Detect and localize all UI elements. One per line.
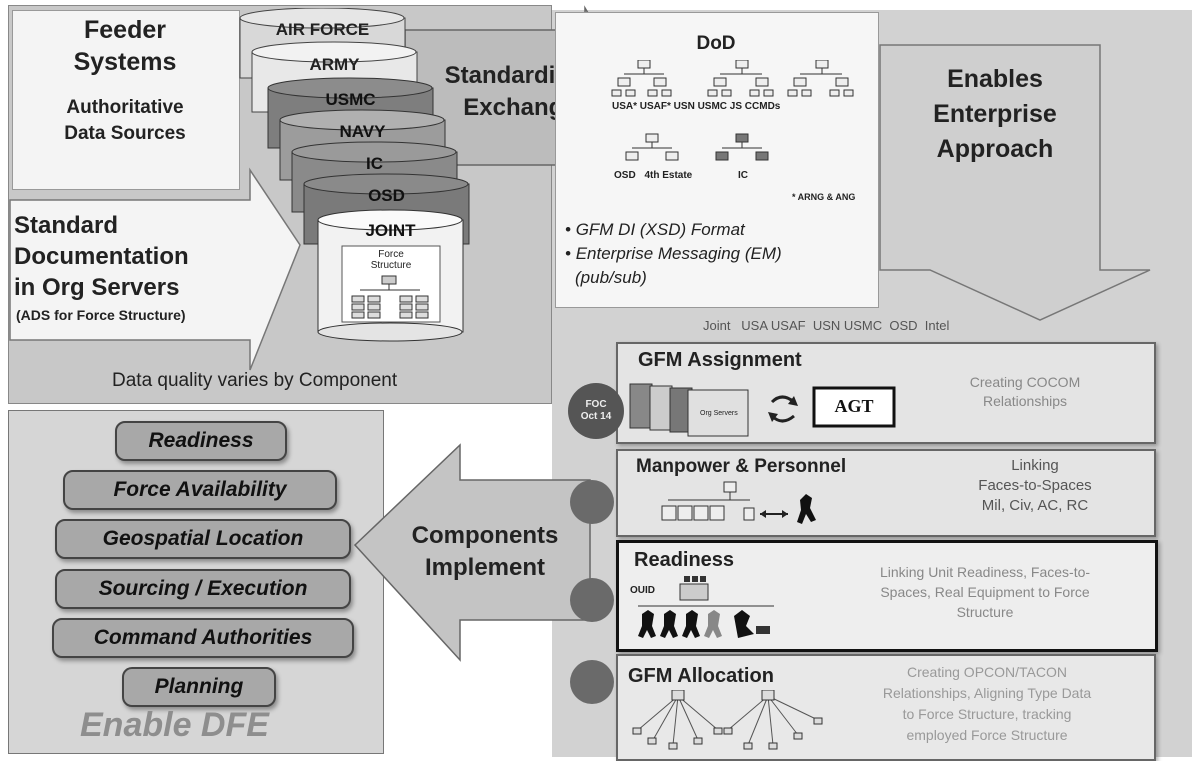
data-quality-label: Data quality varies by Component [112,370,398,391]
dod-bullet-pubsub: (pub/sub) [575,268,647,287]
manpower-title: Manpower & Personnel [636,456,847,477]
manpower-box [616,449,1156,537]
ouid-label: OUID [630,585,655,596]
dod-org-charts [611,60,854,161]
standard-doc-line2: Documentation [14,243,189,270]
feeder-sub-line1: Authoritative [66,97,184,118]
label-osd: OSD [368,186,405,205]
force-structure-label: Force Structure [342,249,440,271]
standard-doc-line3: in Org Servers [14,274,180,301]
pill-readiness: Readiness [115,421,287,461]
gfm-assignment-desc-line2: Relationships [982,393,1068,409]
gfm-assignment-desc-line1: Creating COCOM [969,374,1081,390]
readiness-desc-line1: Linking Unit Readiness, Faces-to- [879,564,1091,580]
connector-circle-manpower [570,480,614,524]
org-servers-label: Org Servers [700,410,738,417]
implement-arrow [353,443,591,662]
feeder-systems-box [12,10,240,190]
label-air-force: AIR FORCE [275,20,370,39]
manpower-desc-line3: Mil, Civ, AC, RC [981,497,1089,514]
gfm-assignment-title: GFM Assignment [638,349,802,371]
dod-title: DoD [696,33,736,54]
force-line2: Structure [370,260,412,271]
foc-badge: FOC Oct 14 [568,383,624,439]
manpower-desc-line1: Linking [1011,457,1059,474]
cyl-joint [317,209,464,342]
enterprise-arrow [879,44,1151,321]
gfm-allocation-desc-line2: Relationships, Aligning Type Data [882,685,1092,701]
gfm-allocation-desc: Creating OPCON/TACON Relationships, Alig… [832,662,1142,746]
label-army: ARMY [309,55,360,74]
readiness-box-title: Readiness [634,549,735,571]
dod-bullet-em: Enterprise Messaging (EM) [575,244,782,263]
component-row: Joint USA USAF USN USMC OSD Intel [703,318,950,333]
gfm-assignment-graphic [629,383,896,437]
component-database-stack [239,8,470,342]
dod-ic-label: IC [738,170,748,181]
enterprise-line3: Approach [936,135,1054,163]
dod-osd: OSD 4th Estate [614,170,692,181]
standard-doc-sub: (ADS for Force Structure) [16,307,186,323]
enable-dfe-label: Enable DFE [80,706,269,744]
gfm-allocation-title: GFM Allocation [628,665,774,687]
readiness-desc-line3: Structure [956,604,1014,620]
foc-line2: Oct 14 [580,411,612,422]
feeder-title-line2: Systems [73,48,177,76]
implement-line2: Implement [424,554,546,581]
gfm-allocation-graphic [632,690,823,750]
standard-doc-text: Standard Documentation in Org Servers [14,210,189,303]
pill-force-availability: Force Availability [63,470,337,510]
enterprise-line1: Enables [947,65,1043,93]
dod-row1-labels: USA* USAF* USN USMC JS CCMDs [612,101,781,112]
pill-planning: Planning [122,667,276,707]
pill-sourcing-execution: Sourcing / Execution [55,569,351,609]
label-navy: NAVY [339,122,386,141]
gfm-allocation-desc-line4: employed Force Structure [906,727,1068,743]
dod-bullet-xsd: GFM DI (XSD) Format [575,220,745,239]
gfm-allocation-box [616,654,1156,761]
gfm-assignment-desc: Creating COCOM Relationships [920,373,1130,411]
dod-4th-estate-label: 4th Estate [644,170,693,181]
label-usmc: USMC [325,90,376,109]
label-joint: JOINT [365,221,416,240]
readiness-graphic [638,576,774,638]
agt-box-label: AGT [834,396,874,416]
manpower-desc: Linking Faces-to-Spaces Mil, Civ, AC, RC [950,456,1120,516]
standard-doc-line1: Standard [14,212,119,239]
label-ic: IC [366,154,383,173]
readiness-desc: Linking Unit Readiness, Faces-to- Spaces… [820,562,1150,622]
implement-label: Components Implement [380,520,590,584]
feeder-title: Feeder Systems [12,14,238,78]
enterprise-label: Enables Enterprise Approach [900,62,1090,167]
connector-circle-readiness [570,578,614,622]
pill-command-authorities: Command Authorities [52,618,354,658]
pill-geospatial-location: Geospatial Location [55,519,351,559]
gfm-allocation-desc-line1: Creating OPCON/TACON [907,664,1067,680]
force-line1: Force [378,249,404,260]
readiness-desc-line2: Spaces, Real Equipment to Force [880,584,1090,600]
dod-osd-label: OSD [614,170,636,181]
connector-circle-allocation [570,660,614,704]
feeder-sub-line2: Data Sources [64,123,186,144]
standard-doc-arrow [9,167,301,371]
manpower-desc-line2: Faces-to-Spaces [978,477,1092,494]
feeder-subtitle: Authoritative Data Sources [12,95,238,147]
enterprise-line2: Enterprise [933,100,1057,128]
foc-line1: FOC [585,399,607,410]
manpower-graphic [661,481,816,524]
dod-bullets: • GFM DI (XSD) Format • Enterprise Messa… [565,218,782,290]
dod-footnote: * ARNG & ANG [792,192,856,202]
implement-line1: Components [411,522,559,549]
gfm-allocation-desc-line3: to Force Structure, tracking [902,706,1072,722]
feeder-title-line1: Feeder [84,16,166,44]
